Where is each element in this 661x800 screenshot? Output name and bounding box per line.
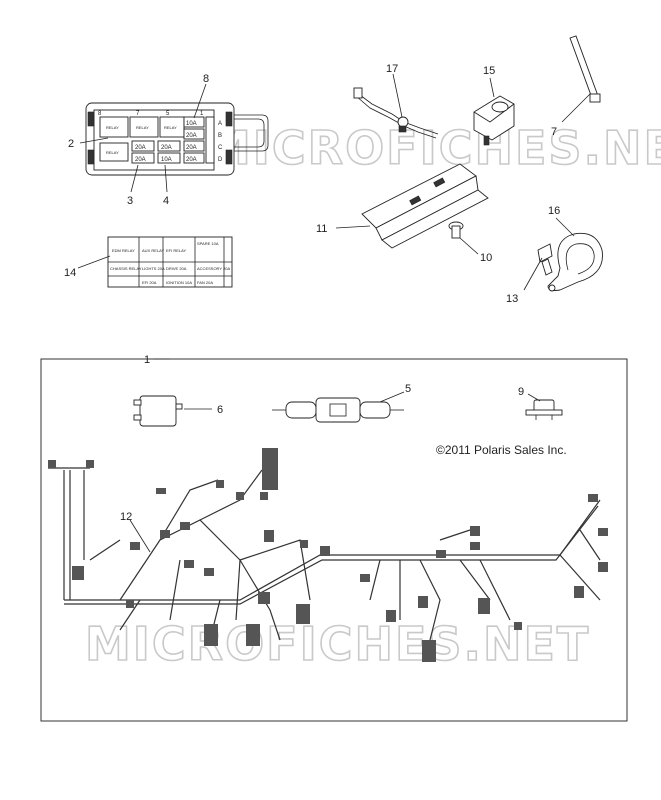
copyright-notice: ©2011 Polaris Sales Inc. [436,443,567,457]
fuse-label: 20A [135,157,146,163]
relay-1 [99,116,129,138]
relay-label-2: RELAY [136,125,149,130]
fuse-box-letter: D [218,157,223,163]
callout-16: 16 [548,205,560,217]
bolt [537,243,553,276]
callout-12: 12 [120,511,132,523]
label-cell: EFI RELAY [166,248,186,253]
bracket [361,163,489,249]
relay-part [133,395,183,427]
fuse [183,128,205,140]
relay-4 [99,142,129,162]
callout-1: 1 [144,354,150,366]
tie-mount [353,87,439,139]
fuse-label: 20A [186,145,197,151]
callout-4: 4 [163,195,169,207]
fuse-box-letter: A [218,121,222,127]
label-cell: CHASSIS RELAY [110,266,142,271]
callout-17: 17 [386,63,398,75]
watermark-top: MICROFICHES.NET [205,121,661,175]
watermark-bottom: MICROFICHES.NET [85,617,590,671]
fuse-box-letter: C [218,145,223,151]
harness-kit-frame [40,358,628,722]
fuse-box-top-number: 1 [200,111,204,117]
fuse [183,152,205,164]
fuse-label: 20A [135,145,146,151]
fuse-box-letter: B [218,133,222,139]
harness-connectors [48,448,608,662]
callout-13: 13 [506,293,518,305]
label-cell: SPARE 10A [197,241,219,246]
relay-label-1: RELAY [106,125,119,130]
callout-2: 2 [68,138,74,150]
label-cell: IGNITION 10A [166,280,192,285]
fuse-label: 20A [186,133,197,139]
fuse-label: 20A [161,145,172,151]
label-cell: LIGHTS 20A [142,266,165,271]
label-cell: ACCESSORY 20A [197,266,231,271]
callout-10: 10 [480,252,492,264]
fuse-column [205,116,215,164]
label-cell: EDM RELAY [112,248,135,253]
callout-9: 9 [518,386,524,398]
label-cell: AUX RELAY [142,248,164,253]
relay-2 [129,116,159,138]
connector-clip [473,95,515,146]
p-clamp [547,232,603,292]
fuse-label: 10A [186,121,197,127]
callout-7: 7 [551,126,557,138]
relay-label-3: RELAY [164,125,177,130]
callout-11: 11 [316,223,327,235]
fuse [131,140,155,152]
callout-15: 15 [483,65,495,77]
callout-3: 3 [127,195,133,207]
relay-label-4: RELAY [106,150,119,155]
callout-14: 14 [64,267,76,279]
fuse-label-card: EDM RELAY AUX RELAY EFI RELAY SPARE 10A … [107,236,233,288]
callout-6: 6 [217,404,223,416]
push-rivet [448,221,464,239]
fuse [131,152,155,164]
fuse-box-top-number: 7 [136,111,140,117]
label-cell: FAN 20A [197,280,213,285]
fuse-label: 20A [186,157,197,163]
label-cell: DRIVE 20A [166,266,187,271]
fuse [157,140,181,152]
fuse [183,140,205,152]
fuse-box: RELAY RELAY RELAY RELAY 10A 20A 20A 20A … [85,102,269,176]
fuse-box-top-number: 5 [166,111,170,117]
label-cell: EFI 20A [142,280,157,285]
callout-5: 5 [405,383,411,395]
cable-tie [569,35,601,103]
fuse-label: 10A [161,157,172,163]
inline-fuse-holder [272,397,404,423]
fuse [157,152,181,164]
fuse-box-top-number: 8 [98,111,102,117]
callout-8: 8 [203,73,209,85]
terminator-cap [525,399,563,420]
